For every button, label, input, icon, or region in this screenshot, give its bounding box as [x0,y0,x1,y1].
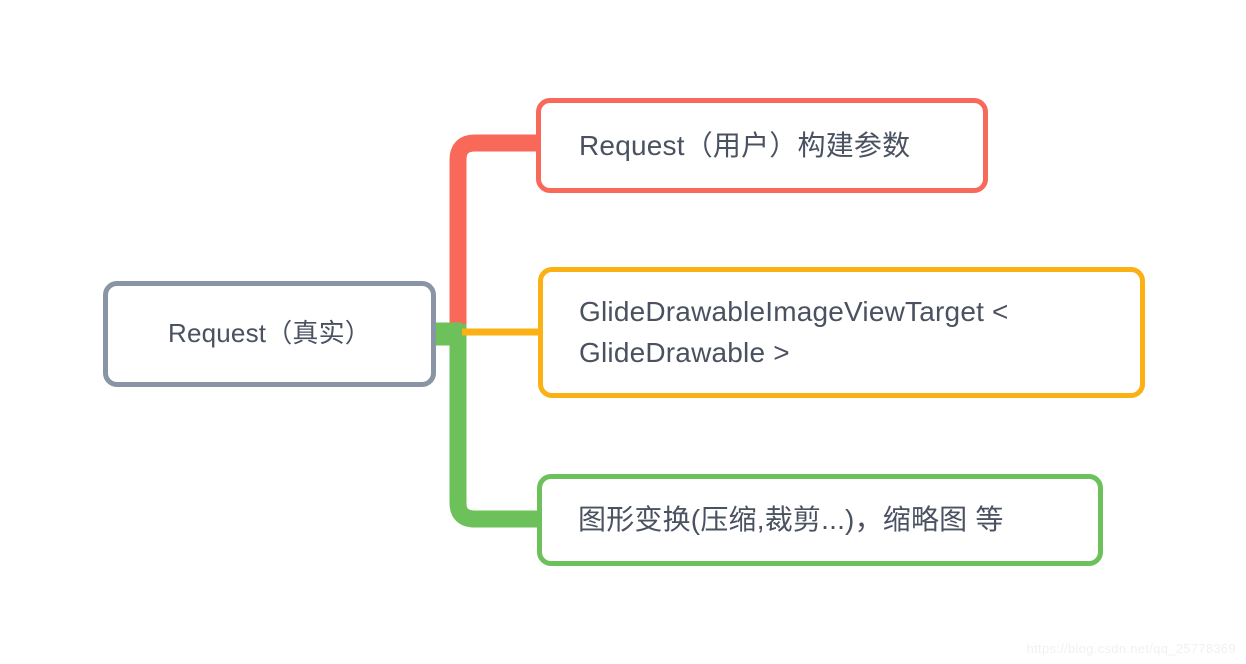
node-request-real-label: Request（真实） [167,318,372,349]
watermark-text: https://blog.csdn.net/qq_25778369 [1026,641,1236,656]
node-request-real[interactable]: Request（真实） [103,281,436,387]
node-glide-target[interactable]: GlideDrawableImageViewTarget < GlideDraw… [538,267,1145,398]
node-transform[interactable]: 图形变换(压缩,裁剪...)，缩略图 等 [537,474,1103,566]
connector-transform [449,324,537,528]
connector-request-user [449,134,536,330]
node-request-user[interactable]: Request（用户）构建参数 [536,98,988,193]
node-request-user-label: Request（用户）构建参数 [579,129,911,161]
node-transform-label: 图形变换(压缩,裁剪...)，缩略图 等 [578,504,1004,536]
node-glide-target-label: GlideDrawableImageViewTarget < GlideDraw… [579,295,1009,368]
